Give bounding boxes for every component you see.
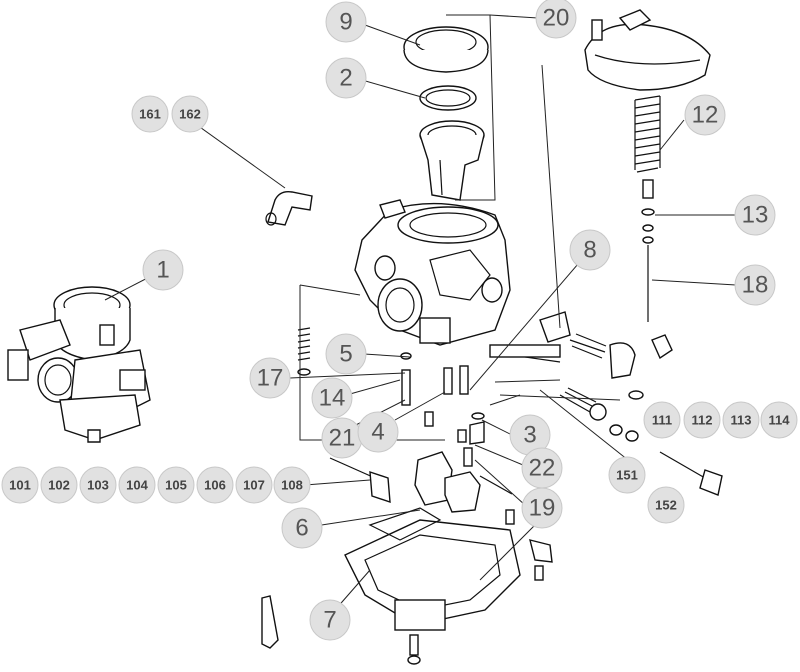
callout-13: 13 xyxy=(734,194,776,236)
choke-assembly xyxy=(489,311,723,496)
svg-text:101: 101 xyxy=(9,478,31,493)
svg-text:14: 14 xyxy=(319,385,346,412)
callout-151: 151 xyxy=(608,456,646,494)
svg-text:22: 22 xyxy=(529,455,556,482)
float xyxy=(414,451,481,513)
svg-text:102: 102 xyxy=(48,478,70,493)
callout-7: 7 xyxy=(309,599,351,641)
callout-5: 5 xyxy=(325,333,367,375)
idle-screw xyxy=(329,457,391,503)
callout-114: 114 xyxy=(760,401,798,439)
callout-162: 162 xyxy=(171,95,209,133)
svg-text:114: 114 xyxy=(769,413,791,428)
svg-text:21: 21 xyxy=(329,425,356,452)
callout-4: 4 xyxy=(357,411,399,453)
callout-3: 3 xyxy=(509,414,551,456)
callout-112: 112 xyxy=(683,401,721,439)
svg-text:105: 105 xyxy=(165,478,187,493)
callout-9: 9 xyxy=(325,1,367,43)
callout-108: 108 xyxy=(273,466,311,504)
svg-text:151: 151 xyxy=(616,468,638,483)
svg-text:162: 162 xyxy=(179,107,201,122)
svg-text:19: 19 xyxy=(529,495,556,522)
svg-text:103: 103 xyxy=(87,478,109,493)
piston-slide xyxy=(419,120,485,201)
svg-text:104: 104 xyxy=(126,478,148,493)
carburetor-body xyxy=(354,199,511,346)
callout-17: 17 xyxy=(249,357,291,399)
callout-104: 104 xyxy=(118,466,156,504)
callout-18: 18 xyxy=(734,264,776,306)
callout-8: 8 xyxy=(569,229,611,271)
pilot-screw xyxy=(297,327,311,376)
callout-20: 20 xyxy=(535,0,577,39)
svg-text:17: 17 xyxy=(257,365,284,392)
top-cover xyxy=(584,9,711,91)
svg-text:13: 13 xyxy=(742,202,769,229)
svg-text:8: 8 xyxy=(583,237,596,264)
spring xyxy=(634,95,661,173)
tool-clip xyxy=(261,595,279,649)
jets xyxy=(400,352,513,495)
callout-12: 12 xyxy=(684,94,726,136)
callout-22: 22 xyxy=(521,447,563,489)
svg-text:18: 18 xyxy=(742,272,769,299)
svg-text:107: 107 xyxy=(243,478,265,493)
svg-text:1: 1 xyxy=(156,257,169,284)
svg-text:4: 4 xyxy=(371,419,384,446)
callout-6: 6 xyxy=(281,507,323,549)
svg-text:161: 161 xyxy=(139,107,161,122)
float-bowl xyxy=(344,507,553,665)
callout-101: 101 xyxy=(1,466,39,504)
callout-111: 111 xyxy=(643,401,681,439)
callout-107: 107 xyxy=(235,466,273,504)
callout-161: 161 xyxy=(131,95,169,133)
needle xyxy=(641,179,673,360)
svg-text:20: 20 xyxy=(543,5,570,32)
callout-14: 14 xyxy=(311,377,353,419)
callout-1: 1 xyxy=(142,249,184,291)
svg-text:152: 152 xyxy=(655,498,677,513)
svg-text:111: 111 xyxy=(652,413,672,428)
callout-19: 19 xyxy=(521,487,563,529)
svg-text:3: 3 xyxy=(523,422,536,449)
svg-text:7: 7 xyxy=(323,607,336,634)
callout-106: 106 xyxy=(196,466,234,504)
callout-2: 2 xyxy=(325,57,367,99)
svg-text:9: 9 xyxy=(339,9,352,36)
svg-text:113: 113 xyxy=(731,413,752,428)
callout-103: 103 xyxy=(79,466,117,504)
svg-text:112: 112 xyxy=(692,413,713,428)
callout-113: 113 xyxy=(722,401,760,439)
leader-lines xyxy=(104,14,737,611)
diaphragm-top xyxy=(403,26,489,73)
svg-text:2: 2 xyxy=(339,65,352,92)
svg-text:5: 5 xyxy=(339,341,352,368)
callout-152: 152 xyxy=(647,486,685,524)
svg-text:106: 106 xyxy=(204,478,226,493)
svg-text:108: 108 xyxy=(281,478,303,493)
svg-text:6: 6 xyxy=(295,515,308,542)
ring xyxy=(419,85,477,111)
assembled-carburetor xyxy=(7,286,151,443)
callout-21: 21 xyxy=(321,417,363,459)
callout-105: 105 xyxy=(157,466,195,504)
callout-102: 102 xyxy=(40,466,78,504)
pipe-fitting xyxy=(265,190,313,226)
svg-text:12: 12 xyxy=(692,102,719,129)
